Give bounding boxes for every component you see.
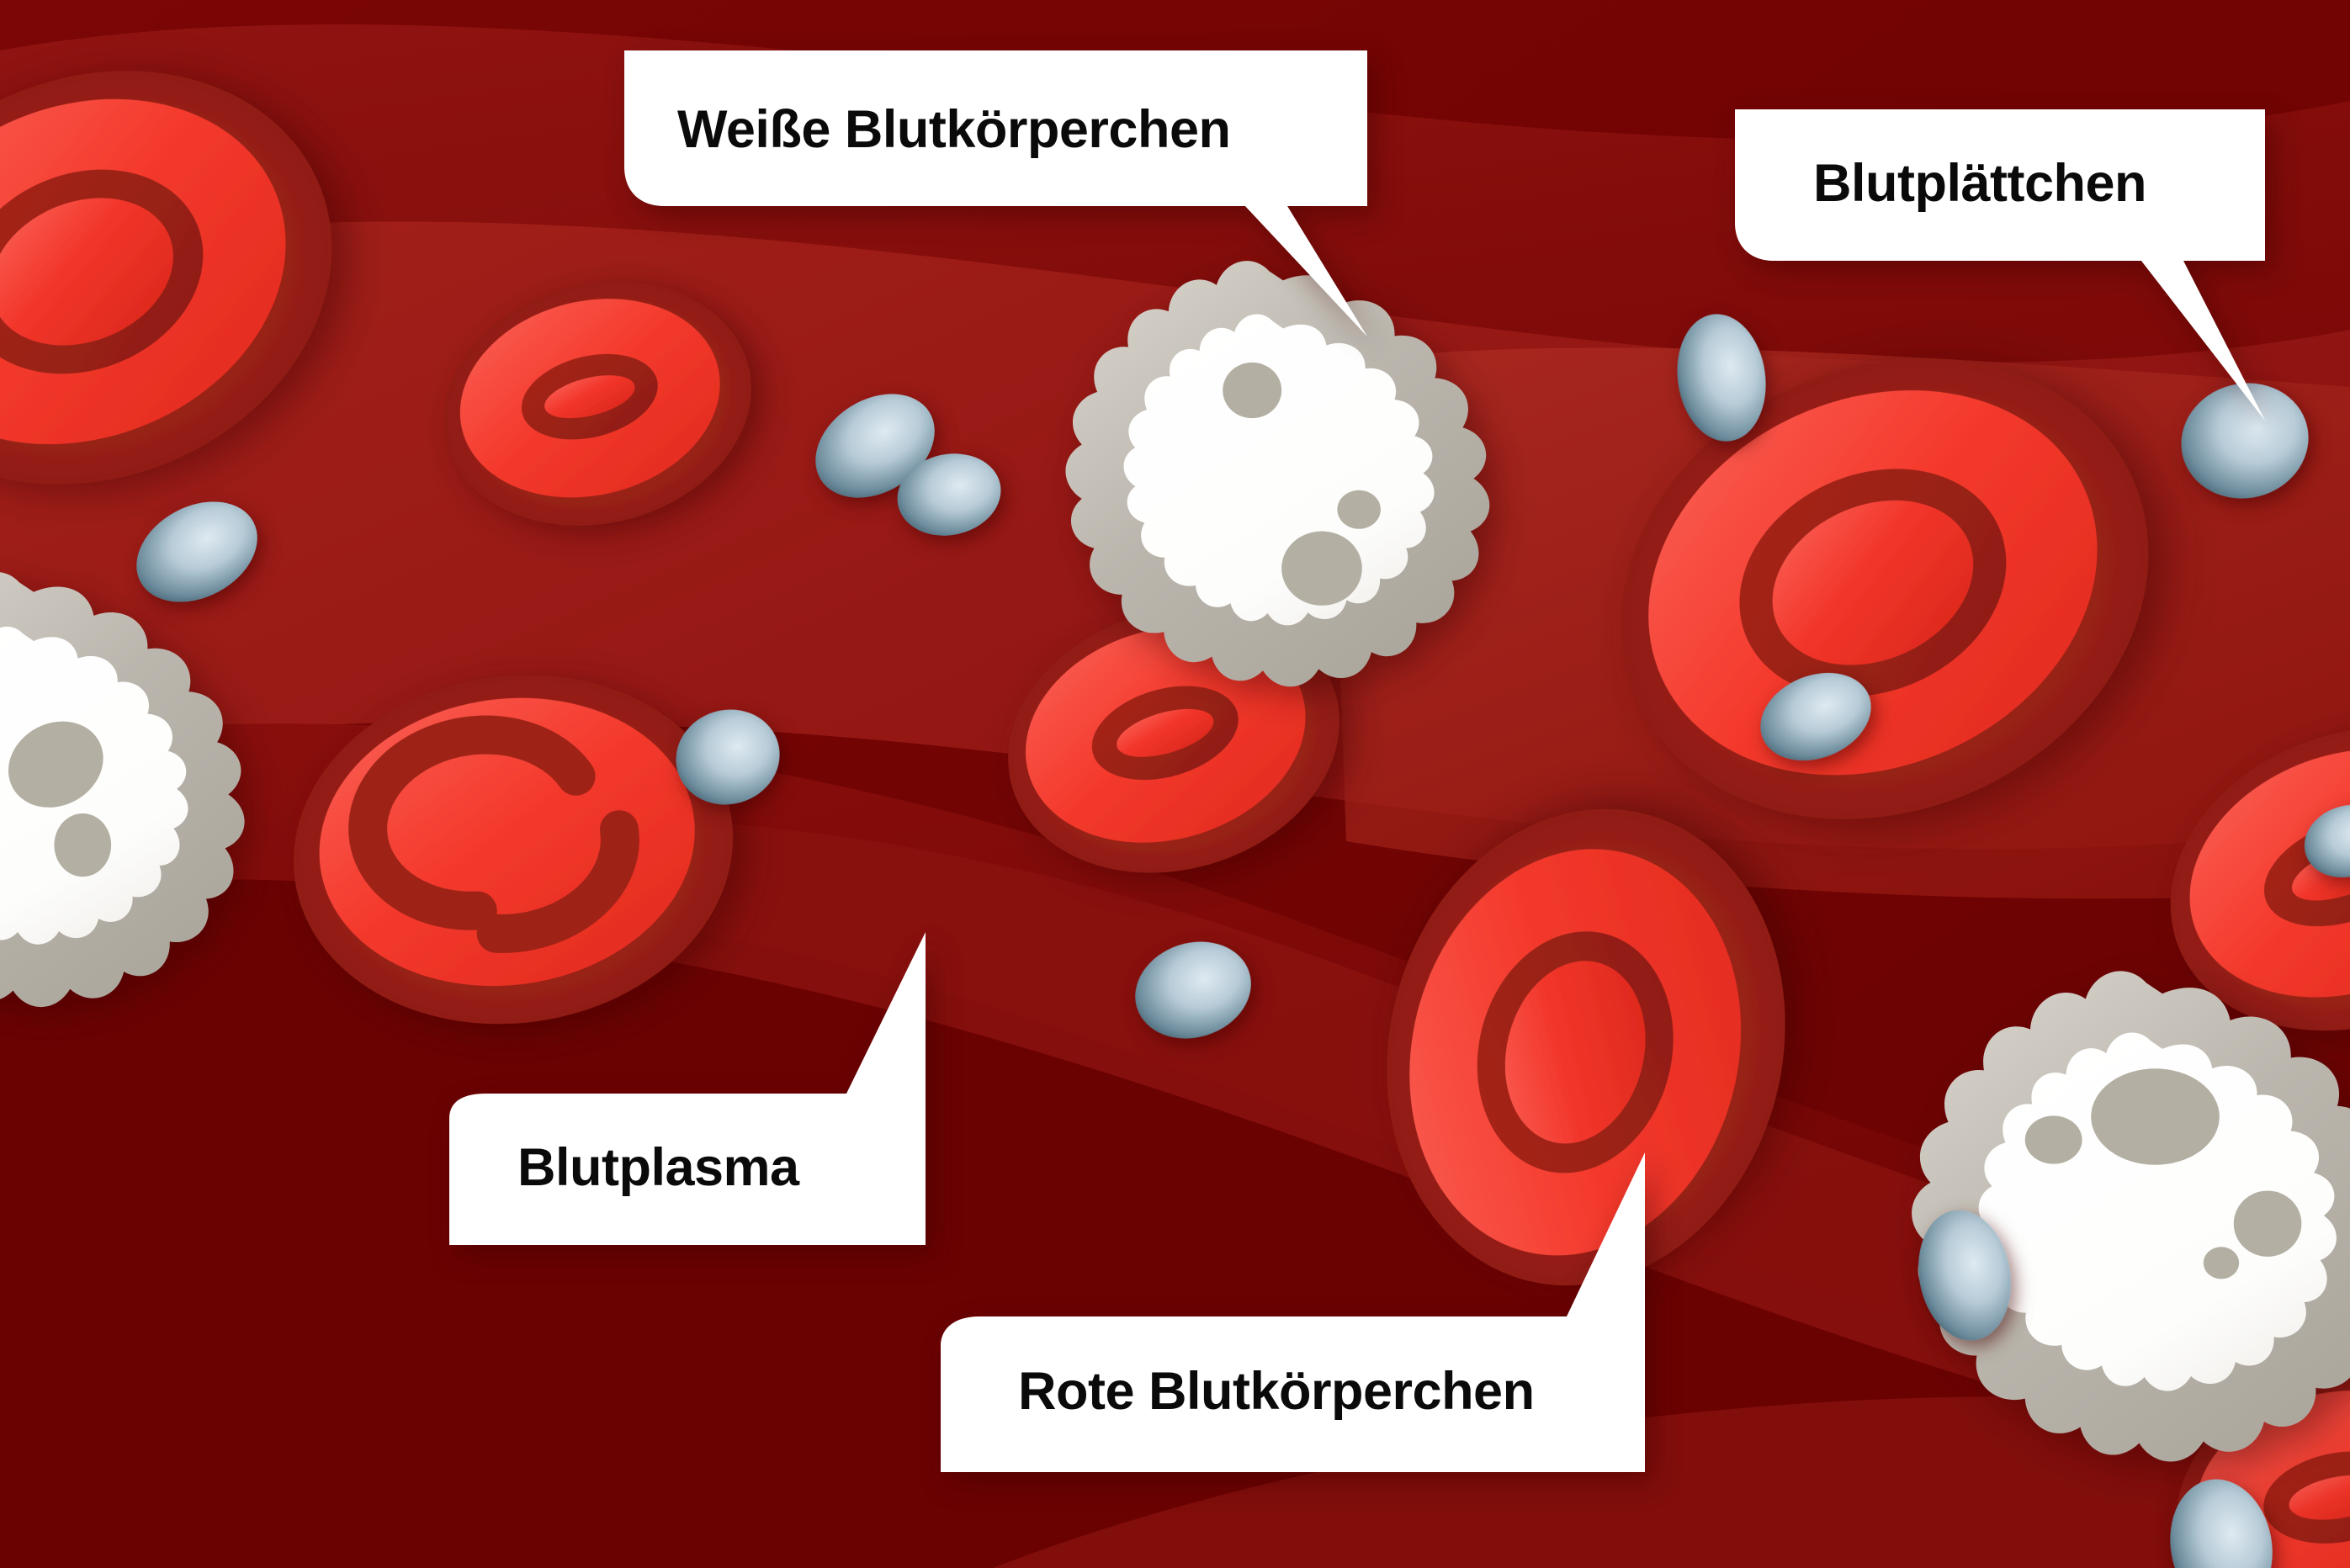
callouts-group xyxy=(449,50,2265,1472)
white-blood-cell xyxy=(1912,971,2350,1462)
platelets-group xyxy=(136,314,2350,1568)
platelet xyxy=(2181,383,2309,499)
wbc-granules xyxy=(8,721,112,877)
wbc-granules xyxy=(1223,362,1381,606)
white-blood-cell xyxy=(0,572,245,1008)
callout-shape-wbc[interactable] xyxy=(624,50,1367,336)
platelet xyxy=(1760,672,1871,761)
platelet xyxy=(815,394,935,498)
platelet xyxy=(136,501,257,602)
white-blood-cell xyxy=(1065,261,1490,687)
platelet xyxy=(2304,804,2350,878)
red-blood-cell-split xyxy=(293,675,734,1025)
plasma-band-bottom-dark xyxy=(0,879,2350,1568)
white-blood-cells-group xyxy=(0,261,2350,1462)
callout-shape-rbc[interactable] xyxy=(941,1152,1645,1472)
platelet xyxy=(897,453,1001,536)
callout-shape-platelet[interactable] xyxy=(1735,109,2265,421)
plasma-band-bottomright xyxy=(993,1396,2350,1568)
platelet xyxy=(1918,1210,2011,1341)
callout-shape-plasma[interactable] xyxy=(449,932,926,1245)
platelet xyxy=(676,709,780,805)
wbc-granules xyxy=(2024,1068,2302,1279)
platelet xyxy=(1135,941,1251,1039)
platelet xyxy=(2170,1479,2273,1568)
platelet xyxy=(1677,314,1766,442)
